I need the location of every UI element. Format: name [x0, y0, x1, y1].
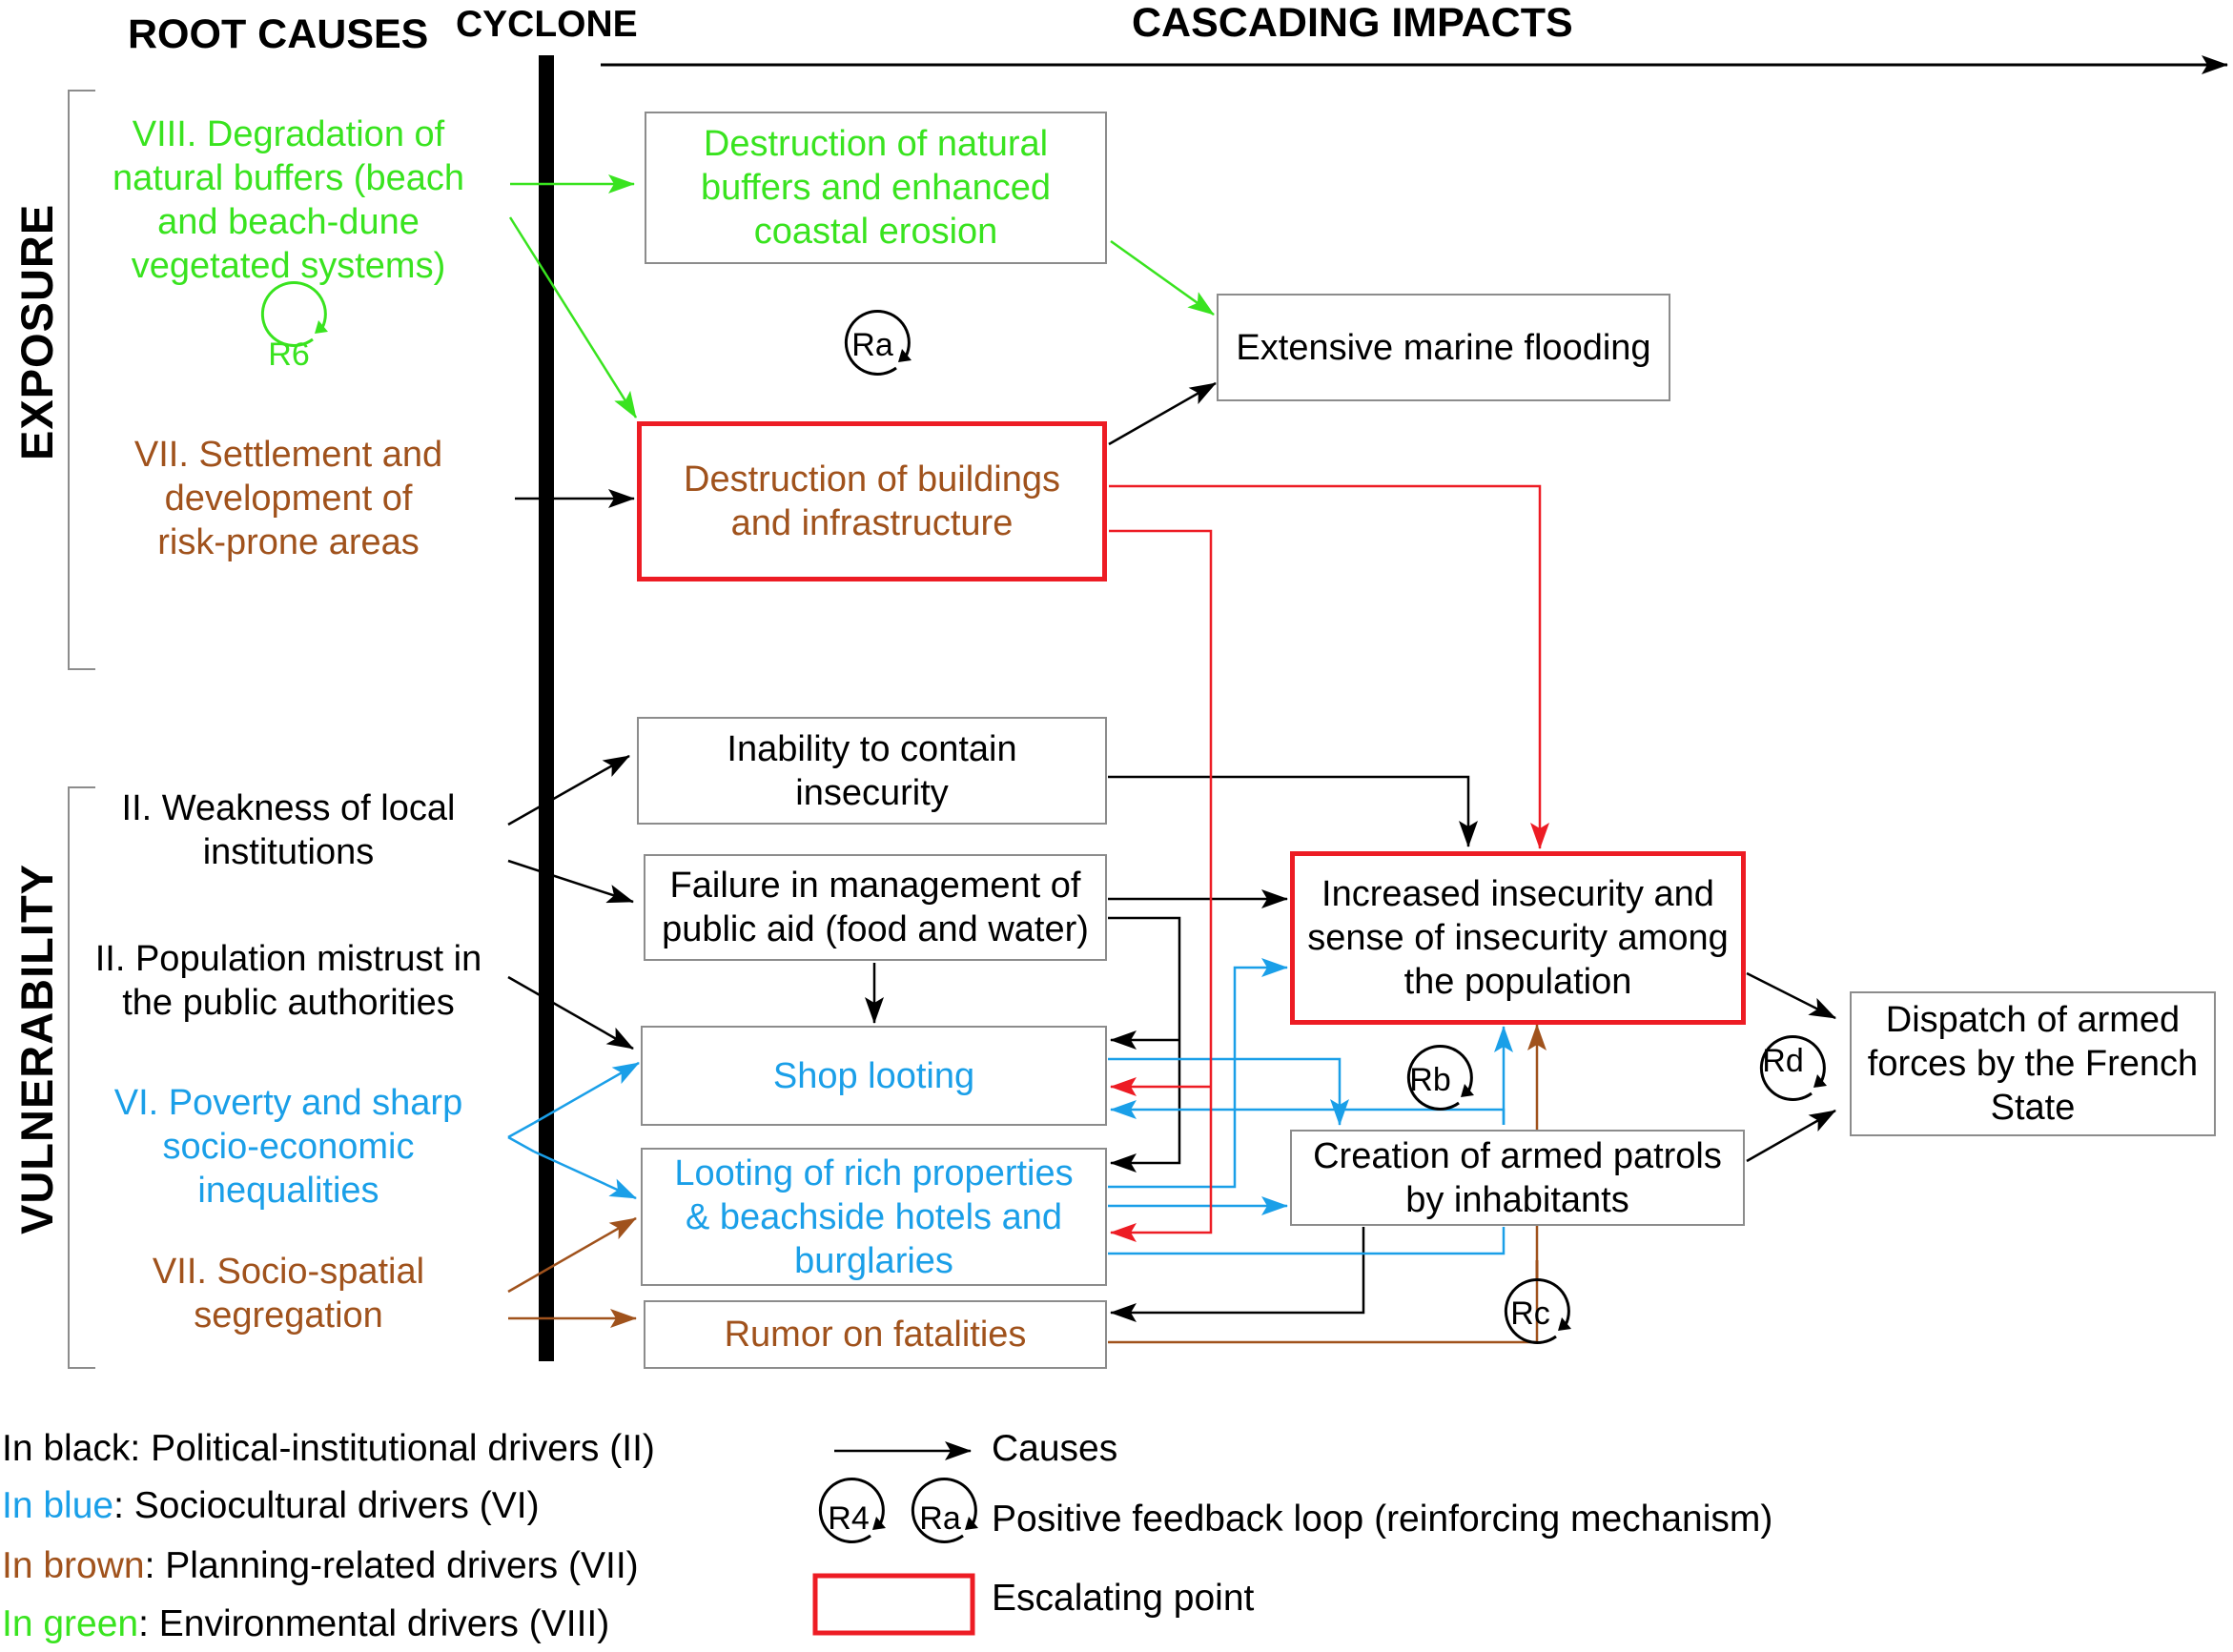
- box-rumor: Rumor on fatalities: [644, 1300, 1107, 1369]
- loop-rc-label: Rc: [1510, 1295, 1550, 1332]
- legend-green-text: : Environmental drivers (VIII): [138, 1603, 610, 1644]
- legend-green-line: In green: Environmental drivers (VIII): [2, 1603, 609, 1645]
- loop-rd-label: Rd: [1762, 1043, 1804, 1079]
- legend-causes-label: Causes: [992, 1428, 1118, 1469]
- box-looting-rich: Looting of rich properties & beachside h…: [641, 1148, 1107, 1286]
- legend-blue-line: In blue: Sociocultural drivers (VI): [2, 1485, 540, 1527]
- cyclone-bar: [539, 55, 554, 1361]
- side-label-vulnerability: VULNERABILITY: [11, 864, 62, 1234]
- root-cause-ii-weakness: II. Weakness of local institutions: [121, 788, 456, 872]
- side-label-exposure: EXPOSURE: [11, 203, 62, 460]
- box-armed-patrols: Creation of armed patrols by inhabitants: [1290, 1130, 1745, 1226]
- legend-blue-text: : Sociocultural drivers (VI): [113, 1485, 540, 1526]
- legend-ra-label: Ra: [919, 1500, 961, 1537]
- box-marine-flooding: Extensive marine flooding: [1217, 294, 1670, 401]
- arrow-weakness-to-inability: [507, 754, 630, 826]
- box-increased-insecurity-text: Increased insecurity and sense of insecu…: [1307, 874, 1729, 1002]
- legend-brown-line: In brown: Planning-related drivers (VII): [2, 1545, 639, 1587]
- loop-ra-label: Ra: [851, 327, 893, 363]
- arrow-patrols-to-dispatch: [1746, 1109, 1836, 1163]
- arrow-buffers-to-flooding: [1110, 239, 1215, 316]
- loop-r6-label: R6: [268, 337, 310, 373]
- root-cause-viii-degradation: VIII. Degradation of natural buffers (be…: [113, 114, 464, 286]
- arrow-mistrust-to-shop: [507, 975, 634, 1050]
- loop-r6-circle: [260, 281, 328, 347]
- arrow-poverty-to-looting: [533, 1150, 637, 1200]
- box-rumor-text: Rumor on fatalities: [724, 1315, 1027, 1355]
- arrow-patrols-to-rumor: [1110, 1227, 1365, 1322]
- exposure-bracket: [68, 90, 95, 670]
- box-shop-looting: Shop looting: [641, 1026, 1107, 1126]
- loop-rb-label: Rb: [1409, 1062, 1451, 1098]
- legend-brown-text: : Planning-related drivers (VII): [144, 1545, 639, 1586]
- arrow-poverty-branch: [507, 1121, 535, 1153]
- box-armed-patrols-text: Creation of armed patrols by inhabitants: [1313, 1135, 1722, 1220]
- arrow-segregation-to-looting: [507, 1216, 637, 1294]
- legend-ra-circle: [911, 1478, 978, 1543]
- legend-green-prefix: In green: [2, 1603, 139, 1644]
- arrow-shop-to-patrols: [1108, 1057, 1349, 1126]
- box-destruction-buffers-text: Destruction of natural buffers and enhan…: [701, 124, 1051, 252]
- box-marine-flooding-text: Extensive marine flooding: [1236, 327, 1651, 368]
- arrow-buildings-to-insecurity: [1109, 484, 1549, 849]
- box-dispatch: Dispatch of armed forces by the French S…: [1850, 991, 2216, 1136]
- loop-rd-circle: [1759, 1035, 1827, 1101]
- arrow-viii-to-destruction-buildings: [508, 216, 638, 418]
- arrow-inability-to-insecurity: [1108, 775, 1478, 847]
- arrow-weakness-to-failure: [507, 859, 634, 904]
- box-failure-aid: Failure in management of public aid (foo…: [644, 854, 1107, 961]
- box-inability-insecurity: Inability to contain insecurity: [637, 717, 1107, 825]
- legend-brown-prefix: In brown: [2, 1545, 145, 1586]
- root-cause-ii-mistrust: II. Population mistrust in the public au…: [94, 939, 482, 1023]
- box-destruction-buffers: Destruction of natural buffers and enhan…: [645, 112, 1107, 264]
- legend-escalating-box: [812, 1573, 975, 1636]
- legend-black-line: In black: Political-institutional driver…: [2, 1428, 655, 1470]
- loop-ra-circle: [844, 310, 912, 376]
- root-cause-vii-settlement: VII. Settlement and development of risk-…: [133, 435, 443, 562]
- legend-feedback-label: Positive feedback loop (reinforcing mech…: [992, 1499, 1773, 1540]
- box-looting-rich-text: Looting of rich properties & beachside h…: [674, 1152, 1074, 1281]
- box-destruction-buildings: Destruction of buildings and infrastruct…: [637, 421, 1107, 581]
- legend-escalating-label: Escalating point: [992, 1578, 1255, 1619]
- box-dispatch-text: Dispatch of armed forces by the French S…: [1867, 1000, 2199, 1128]
- header-cyclone: CYCLONE: [456, 4, 638, 45]
- box-failure-aid-text: Failure in management of public aid (foo…: [662, 866, 1089, 949]
- arrow-buildings-to-flooding: [1108, 381, 1217, 446]
- legend-black-text: : Political-institutional drivers (II): [130, 1428, 655, 1469]
- legend-r4-label: R4: [828, 1500, 870, 1537]
- box-increased-insecurity: Increased insecurity and sense of insecu…: [1290, 851, 1746, 1025]
- arrow-poverty-to-shop: [533, 1061, 640, 1125]
- loop-rb-circle: [1406, 1045, 1474, 1111]
- vulnerability-bracket: [68, 786, 95, 1369]
- arrow-buildings-to-looting: [1109, 529, 1213, 1242]
- arrow-rich-to-insecurity: [1108, 1027, 1504, 1255]
- root-cause-vii-segregation: VII. Socio-spatial segregation: [152, 1252, 425, 1336]
- legend-r4-circle: [818, 1478, 886, 1543]
- header-root-causes: ROOT CAUSES: [128, 11, 429, 57]
- root-cause-vi-poverty: VI. Poverty and sharp socio-economic ine…: [113, 1083, 463, 1211]
- legend-black-prefix: In black: [2, 1428, 131, 1469]
- arrow-looting-to-insecurity: [1108, 958, 1288, 1189]
- box-inability-insecurity-text: Inability to contain insecurity: [727, 728, 1017, 813]
- box-shop-looting-text: Shop looting: [772, 1055, 975, 1096]
- header-cascading-impacts: CASCADING IMPACTS: [1132, 0, 1573, 46]
- loop-rc-circle: [1504, 1278, 1571, 1344]
- arrow-insecurity-to-dispatch: [1746, 971, 1836, 1020]
- legend-blue-prefix: In blue: [2, 1485, 114, 1526]
- box-destruction-buildings-text: Destruction of buildings and infrastruct…: [684, 459, 1060, 543]
